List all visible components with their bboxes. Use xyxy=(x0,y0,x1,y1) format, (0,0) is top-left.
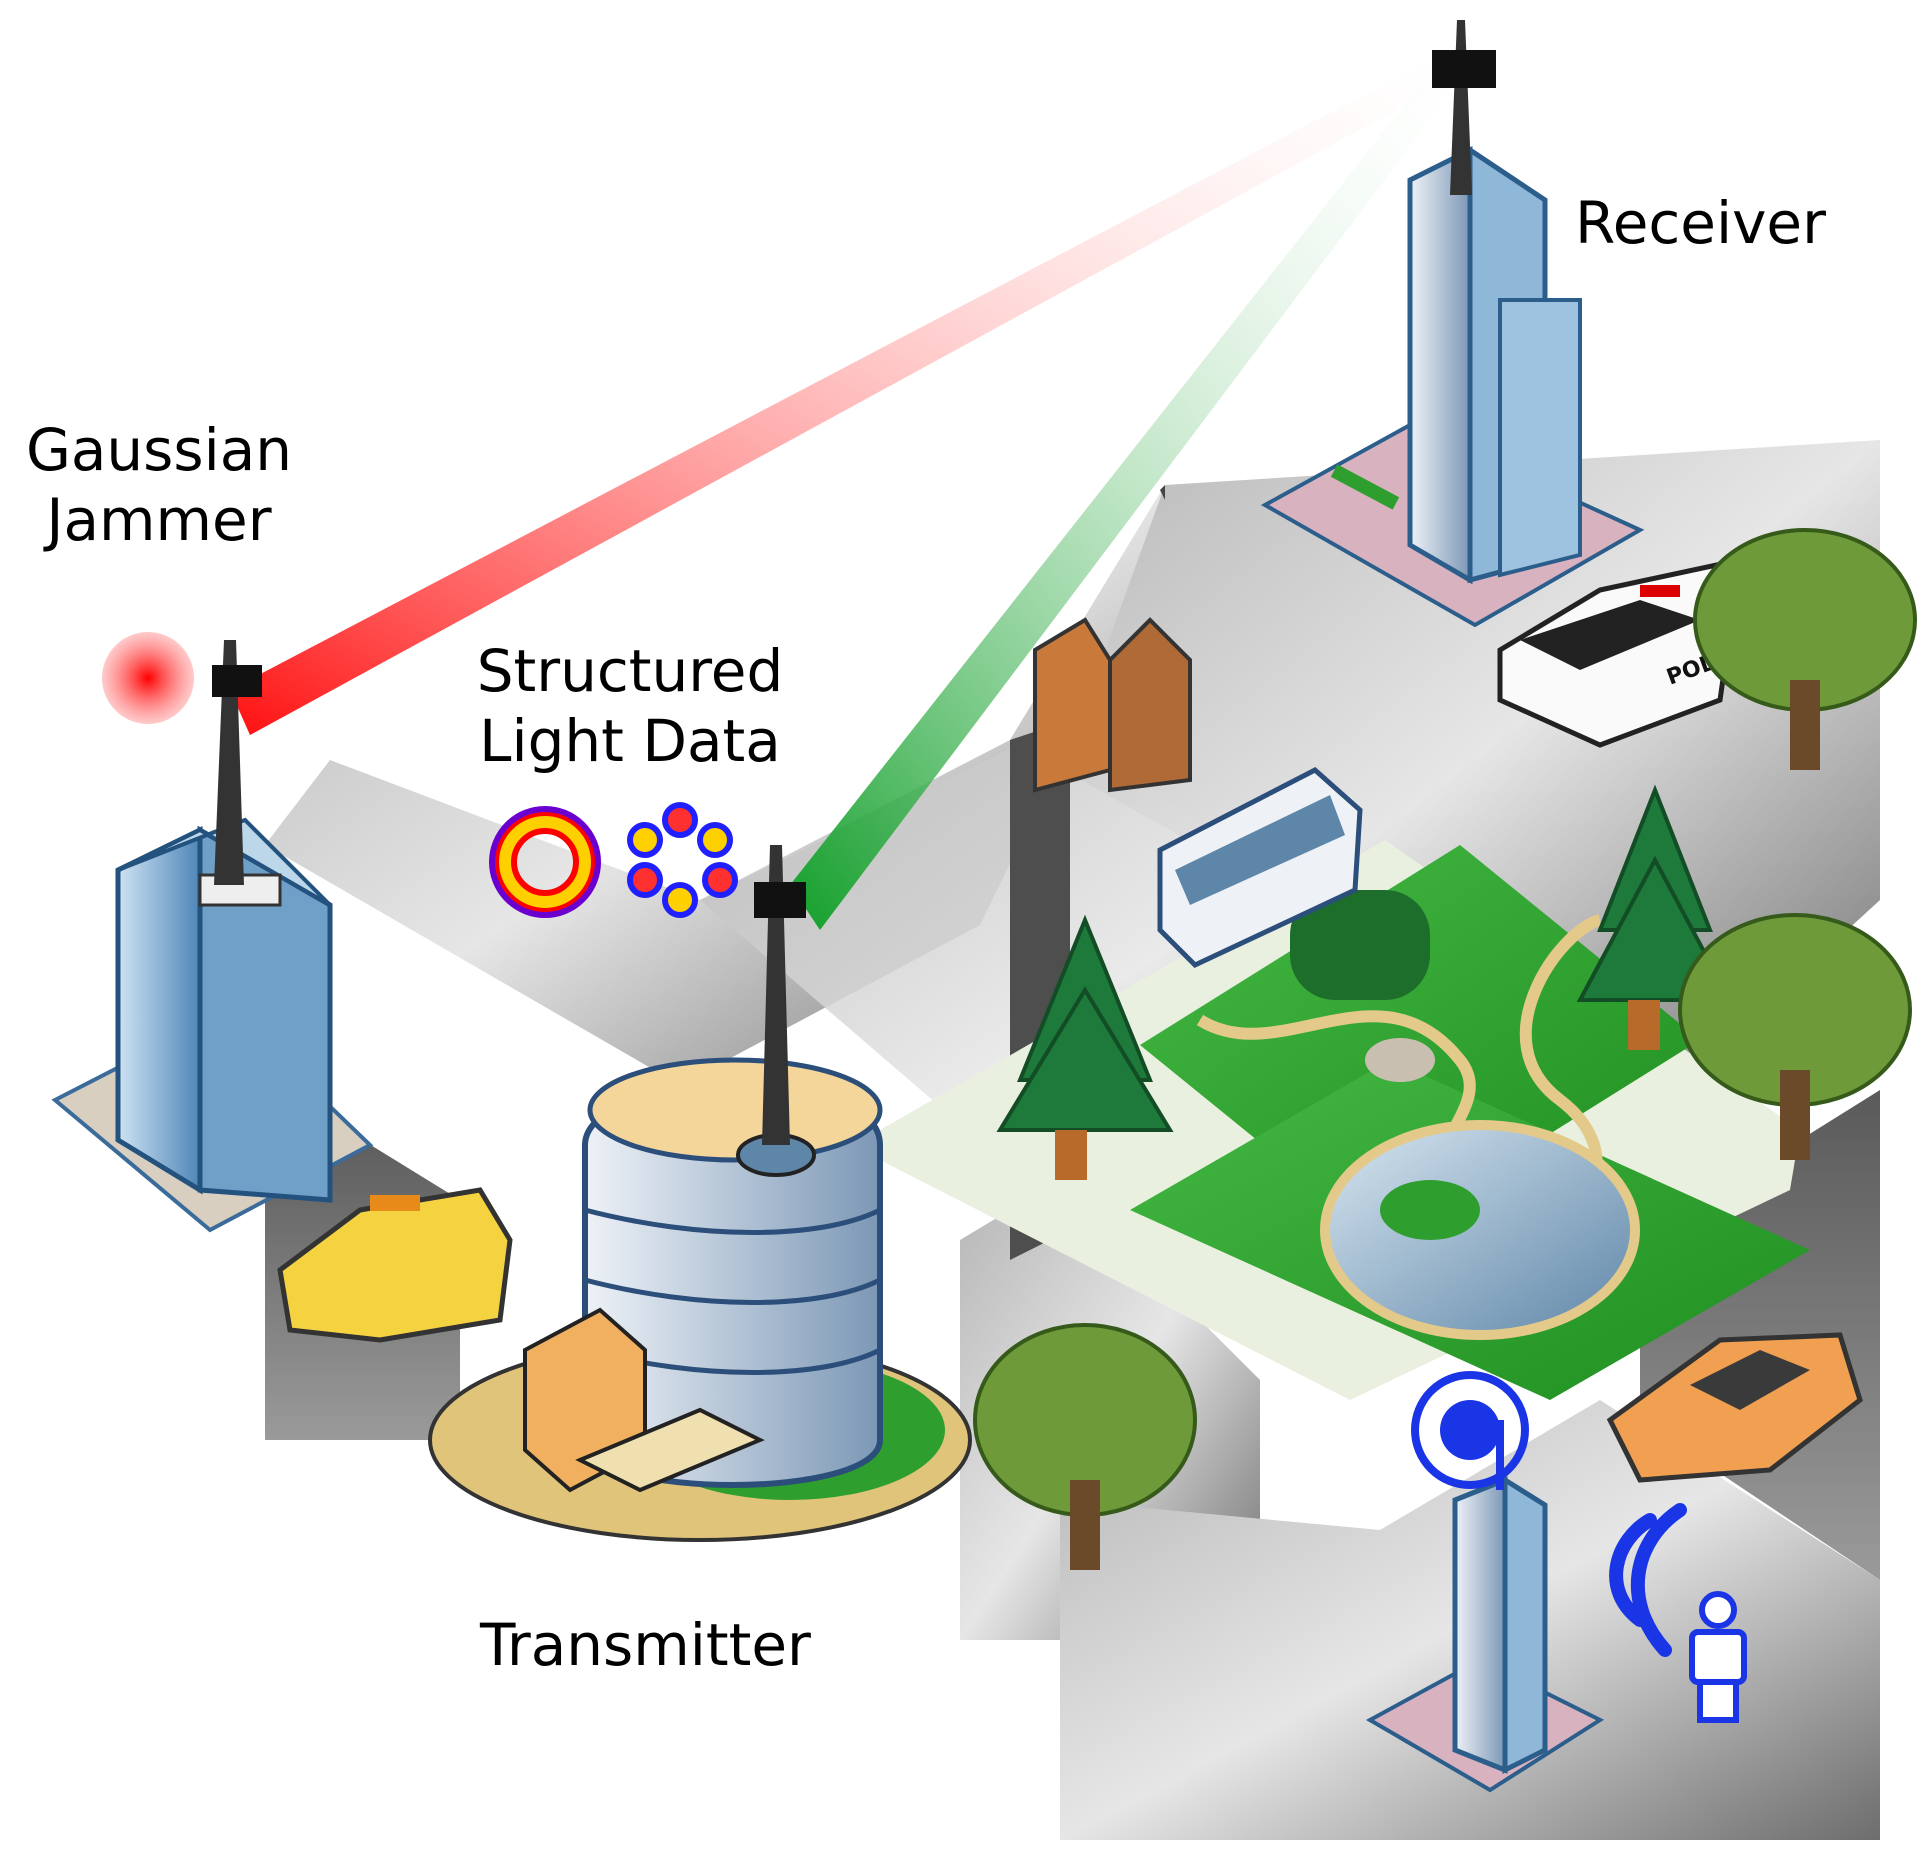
jammer-source-dot xyxy=(102,632,194,724)
receiver-building xyxy=(1260,20,1645,628)
structured-label-line2: Light Data xyxy=(479,707,781,775)
wireless-antenna-icon xyxy=(1411,1371,1529,1489)
bus xyxy=(1157,766,1363,969)
petal-mode-icon xyxy=(627,802,738,918)
jammer-beam xyxy=(230,55,1460,735)
jammer-label-line2: Jammer xyxy=(46,486,272,554)
jammer-antenna-box xyxy=(212,665,262,697)
park xyxy=(880,840,1810,1400)
jammer-label-line1: Gaussian xyxy=(25,416,293,484)
pond-island xyxy=(1380,1180,1480,1240)
small-tower xyxy=(1365,1371,1605,1793)
jammer-antenna-mast xyxy=(214,640,244,885)
park-hedge xyxy=(1290,890,1430,1000)
oak-tree-bottom-center xyxy=(973,1323,1197,1570)
trees xyxy=(973,528,1917,1570)
row-houses xyxy=(1033,617,1192,793)
road-edge-block xyxy=(1160,485,1165,500)
oak-tree-top-right xyxy=(1693,528,1917,770)
oak-tree-right xyxy=(1678,913,1912,1160)
structured-light-patterns xyxy=(489,802,738,918)
police-car: POLI xyxy=(1497,556,1743,748)
person-icon xyxy=(1689,1591,1747,1723)
structured-light-data-label: Structured Light Data xyxy=(470,636,790,776)
wireless-wave-icon xyxy=(1609,1503,1687,1657)
pine-tree-left xyxy=(996,914,1174,1180)
park-rock xyxy=(1365,1038,1435,1082)
gaussian-jammer-label: Gaussian Jammer xyxy=(14,415,304,555)
taxi xyxy=(277,1187,513,1343)
transmitter-antenna-box xyxy=(754,882,806,918)
pond xyxy=(1320,1120,1640,1340)
receiver-label: Receiver xyxy=(1575,189,1826,257)
jammer-building-front xyxy=(115,825,203,1195)
jammer-building xyxy=(51,640,374,1233)
transmitter-antenna-mast xyxy=(762,845,790,1145)
structured-label-line1: Structured xyxy=(476,637,784,705)
transmitter-building xyxy=(428,845,972,1542)
receiver-tower-front xyxy=(1407,145,1473,585)
bus-stop-roof xyxy=(575,1407,765,1493)
receiver-antenna-box xyxy=(1432,50,1496,88)
transmitter-label: Transmitter xyxy=(480,1611,811,1679)
receiver-antenna-mast xyxy=(1450,20,1472,195)
sports-car xyxy=(1606,1332,1863,1483)
data-beam xyxy=(790,60,1460,930)
